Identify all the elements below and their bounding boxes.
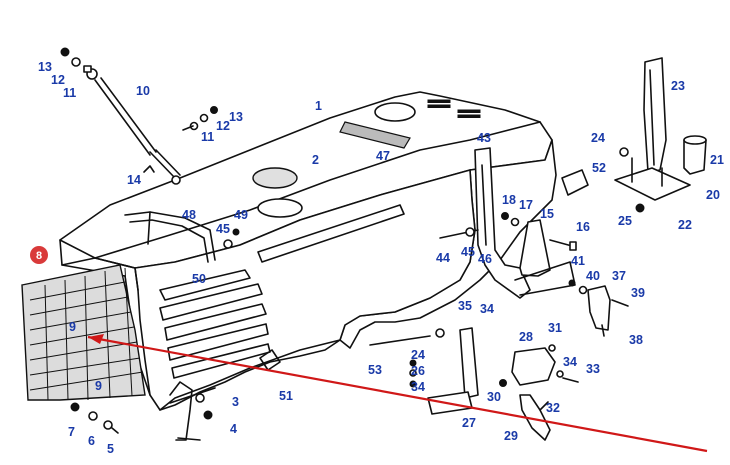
part-label-37: 37 [612, 269, 626, 283]
part-label-13a: 13 [38, 60, 52, 74]
part-label-50: 50 [192, 272, 206, 286]
part-label-53: 53 [368, 363, 382, 377]
hinge-latch [499, 344, 579, 441]
part-label-20: 20 [706, 188, 720, 202]
part-label-51: 51 [279, 389, 293, 403]
part-label-22: 22 [678, 218, 692, 232]
part-label-24a: 24 [591, 131, 605, 145]
part-label-3: 3 [232, 395, 239, 409]
part-label-12a: 12 [51, 73, 65, 87]
part-label-12b: 12 [216, 119, 230, 133]
part-label-4: 4 [230, 422, 237, 436]
part-label-26: 26 [411, 364, 425, 378]
part-label-30: 30 [487, 390, 501, 404]
part-label-7: 7 [68, 425, 75, 439]
part-label-52: 52 [592, 161, 606, 175]
part-label-16: 16 [576, 220, 590, 234]
part-label-34b: 34 [411, 380, 425, 394]
part-label-46: 46 [478, 252, 492, 266]
part-label-11a: 11 [63, 86, 76, 100]
part-label-2: 2 [312, 153, 319, 167]
part-label-13b: 13 [229, 110, 243, 124]
support-bracket [614, 57, 707, 213]
part-label-41: 41 [571, 254, 585, 268]
part-label-49: 49 [234, 208, 248, 222]
part-label-28: 28 [519, 330, 533, 344]
hood-body [59, 91, 557, 411]
callout-badge: 8 [30, 246, 48, 264]
part-label-25: 25 [618, 214, 632, 228]
part-label-40: 40 [586, 269, 600, 283]
part-label-33: 33 [586, 362, 600, 376]
part-label-44: 44 [436, 251, 450, 265]
part-label-17: 17 [519, 198, 533, 212]
part-label-45b: 45 [216, 222, 230, 236]
part-label-45a: 45 [461, 245, 475, 259]
part-label-1: 1 [315, 99, 322, 113]
part-label-11b: 11 [201, 130, 214, 144]
gas-strut [86, 68, 181, 185]
part-label-39: 39 [631, 286, 645, 300]
part-label-43: 43 [477, 131, 491, 145]
part-label-10: 10 [136, 84, 150, 98]
part-label-32: 32 [546, 401, 560, 415]
part-label-23: 23 [671, 79, 685, 93]
part-label-6: 6 [88, 434, 95, 448]
part-label-21: 21 [710, 153, 724, 167]
callout-arrow [87, 334, 708, 453]
front-grille [21, 264, 201, 441]
rear-bracket [439, 147, 589, 299]
part-label-14: 14 [127, 173, 141, 187]
part-label-48: 48 [182, 208, 196, 222]
part-label-9b: 9 [95, 379, 102, 393]
part-label-15: 15 [540, 207, 554, 221]
part-label-35: 35 [458, 299, 472, 313]
part-label-34a: 34 [480, 302, 494, 316]
part-label-47: 47 [376, 149, 390, 163]
part-label-5: 5 [107, 442, 114, 456]
part-label-29: 29 [504, 429, 518, 443]
part-label-34c: 34 [563, 355, 577, 369]
part-label-31: 31 [548, 321, 562, 335]
part-label-9a: 9 [69, 320, 76, 334]
part-label-27: 27 [462, 416, 476, 430]
fasteners [60, 47, 240, 434]
side-latch [568, 279, 629, 337]
part-label-38: 38 [629, 333, 643, 347]
callout-badge-label: 8 [36, 250, 42, 262]
part-label-18: 18 [502, 193, 516, 207]
part-labels: 1 2 3 4 5 6 7 9 9 10 11 11 12 12 13 13 1… [38, 60, 724, 456]
part-label-24b: 24 [411, 348, 425, 362]
